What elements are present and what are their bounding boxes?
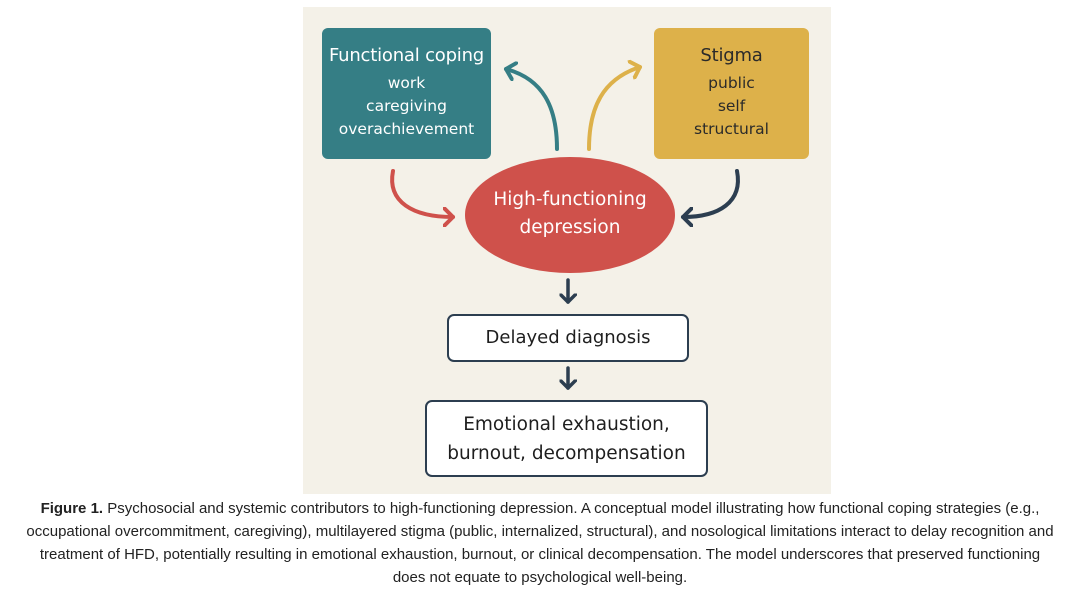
figure-caption: Figure 1. Psychosocial and systemic cont… — [25, 497, 1055, 589]
functional-coping-box: Functional coping work caregiving overac… — [322, 28, 491, 159]
stigma-item-public: public — [708, 74, 755, 92]
arrow-coping-to-hfd — [390, 169, 455, 217]
hfd-label-line-1: High-functioning — [493, 189, 647, 210]
functional-coping-title: Functional coping — [328, 45, 485, 66]
stigma-title: Stigma — [700, 45, 763, 66]
outcome-box: Emotional exhaustion, burnout, decompens… — [425, 400, 708, 477]
diagram-arrows — [390, 7, 740, 390]
stigma-item-self: self — [717, 97, 746, 115]
coping-item-caregiving: caregiving — [366, 97, 447, 115]
delayed-diagnosis-label: Delayed diagnosis — [485, 327, 651, 348]
stigma-item-structural: structural — [694, 120, 769, 138]
stigma-box: Stigma public self structural — [654, 28, 809, 159]
high-functioning-depression-node: High-functioning depression — [465, 157, 675, 273]
arrow-hfd-to-coping — [504, 69, 559, 151]
arrow-hfd-to-stigma — [587, 67, 642, 151]
coping-item-work: work — [387, 74, 426, 92]
caption-text: Psychosocial and systemic contributors t… — [26, 500, 1054, 586]
arrow-stigma-to-hfd — [681, 169, 740, 217]
outcome-line-2: burnout, decompensation — [447, 443, 686, 464]
outcome-line-1: Emotional exhaustion, — [463, 414, 670, 435]
hfd-label-line-2: depression — [519, 217, 621, 238]
caption-label: Figure 1. — [40, 500, 104, 517]
coping-item-overachievement: overachievement — [338, 120, 475, 138]
delayed-diagnosis-box: Delayed diagnosis — [447, 314, 689, 362]
